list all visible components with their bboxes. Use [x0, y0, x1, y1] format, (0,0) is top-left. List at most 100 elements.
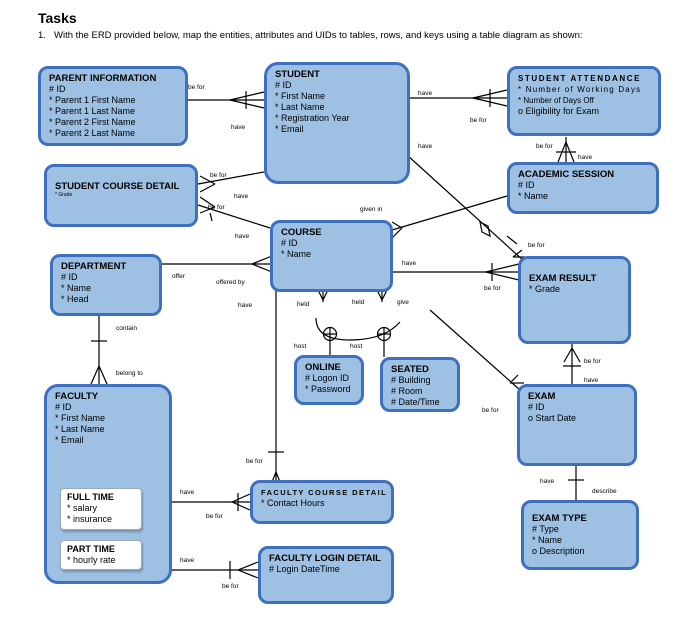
attribute: * Name — [61, 283, 92, 293]
attribute: # Date/Time — [391, 397, 440, 407]
entity-title: FACULTY COURSE DETAIL — [261, 488, 388, 497]
entity-title: STUDENT ATTENDANCE — [518, 74, 642, 83]
attribute: # Login DateTime — [269, 564, 340, 574]
attribute: * Parent 2 First Name — [49, 117, 136, 127]
entity-title: EXAM — [528, 391, 556, 402]
attribute: * Number of Working Days — [518, 85, 642, 94]
attribute: # ID — [518, 180, 535, 190]
attribute: # ID — [528, 402, 545, 412]
attribute: * Name — [532, 535, 563, 545]
rel-label: have — [418, 90, 433, 97]
entity-title: FACULTY — [55, 391, 99, 402]
attribute: o Description — [532, 546, 585, 556]
attribute: # Building — [391, 375, 431, 385]
rel-label: be for — [246, 458, 263, 465]
rel-label: have — [234, 193, 249, 200]
rel-label: held — [352, 299, 365, 306]
attribute: * Parent 2 Last Name — [49, 128, 136, 138]
attribute: * Last Name — [55, 424, 105, 434]
rel-label: be for — [210, 172, 227, 179]
rel-label: be for — [188, 84, 205, 91]
rel-label: be for — [484, 285, 501, 292]
attribute: # Room — [391, 386, 423, 396]
rel-label: host — [294, 343, 307, 350]
attribute: * Password — [305, 384, 351, 394]
entity-exam-result: EXAM RESULT * Grade — [518, 256, 631, 344]
entity-seated: SEATED # Building # Room # Date/Time — [380, 357, 460, 412]
attribute: * hourly rate — [67, 555, 116, 565]
attribute: * insurance — [67, 514, 113, 524]
entity-title: EXAM RESULT — [529, 273, 597, 284]
entity-exam-type: EXAM TYPE # Type * Name o Description — [521, 500, 639, 570]
entity-exam: EXAM # ID o Start Date — [517, 384, 637, 466]
entity-student-attendance: STUDENT ATTENDANCE * Number of Working D… — [507, 66, 661, 136]
rel-label: contain — [116, 325, 137, 332]
subtype-title: PART TIME — [67, 544, 115, 554]
entity-student: STUDENT # ID * First Name * Last Name * … — [264, 62, 410, 184]
rel-label: host — [350, 343, 363, 350]
rel-label: have — [238, 302, 253, 309]
attribute: # ID — [55, 402, 72, 412]
subtype-full-time: FULL TIME * salary * insurance — [60, 488, 142, 530]
rel-label: be for — [206, 513, 223, 520]
entity-title: ACADEMIC SESSION — [518, 169, 615, 180]
entity-title: PARENT INFORMATION — [49, 73, 157, 84]
rel-label: be for — [470, 117, 487, 124]
entity-student-course-detail: STUDENT COURSE DETAIL * Grade — [44, 164, 198, 227]
entity-title: DEPARTMENT — [61, 261, 127, 272]
entity-faculty-login-detail: FACULTY LOGIN DETAIL # Login DateTime — [258, 546, 394, 604]
rel-label: describe — [592, 488, 617, 495]
rel-label: be for — [482, 407, 499, 414]
attribute: * Registration Year — [275, 113, 350, 123]
attribute: * Name — [518, 191, 549, 201]
entity-title: SEATED — [391, 364, 429, 375]
page-title: Tasks — [38, 10, 77, 26]
attribute: * Email — [55, 435, 84, 445]
rel-label: be for — [208, 204, 225, 211]
entity-online: ONLINE # Logon ID * Password — [294, 355, 364, 405]
task-instruction: 1. With the ERD provided below, map the e… — [38, 30, 583, 41]
entity-title: COURSE — [281, 227, 322, 238]
rel-label: have — [584, 377, 599, 384]
rel-label: be for — [584, 358, 601, 365]
rel-label: give — [397, 299, 409, 306]
attribute: # ID — [275, 80, 292, 90]
attribute: # Logon ID — [305, 373, 350, 383]
entity-course: COURSE # ID * Name — [270, 220, 393, 292]
entity-title: STUDENT — [275, 69, 320, 80]
attribute: # ID — [49, 84, 66, 94]
rel-label: have — [180, 557, 195, 564]
entity-title: ONLINE — [305, 362, 341, 373]
entity-title: STUDENT COURSE DETAIL — [55, 181, 180, 192]
rel-label: have — [540, 478, 555, 485]
rel-label: offered by — [216, 279, 245, 286]
rel-label: have — [402, 260, 417, 267]
rel-label: have — [235, 233, 250, 240]
entity-parent-information: PARENT INFORMATION # ID * Parent 1 First… — [38, 66, 188, 146]
task-number: 1. — [38, 30, 46, 41]
rel-label: have — [231, 124, 246, 131]
subtype-title: FULL TIME — [67, 492, 114, 502]
attribute: # ID — [281, 238, 298, 248]
task-text: With the ERD provided below, map the ent… — [54, 30, 583, 41]
attribute: * salary — [67, 503, 98, 513]
attribute: * Grade — [55, 192, 73, 198]
attribute: * Parent 1 Last Name — [49, 106, 136, 116]
attribute: * Email — [275, 124, 304, 134]
rel-label: be for — [528, 242, 545, 249]
attribute: * Grade — [529, 284, 561, 294]
rel-label: offer — [172, 273, 185, 280]
attribute: * Number of Days Off — [518, 96, 594, 105]
attribute: * First Name — [275, 91, 326, 101]
rel-label: given in — [360, 206, 383, 213]
entity-department: DEPARTMENT # ID * Name * Head — [50, 254, 162, 316]
attribute: * Head — [61, 294, 89, 304]
subtype-part-time: PART TIME * hourly rate — [60, 540, 142, 570]
entity-title: FACULTY LOGIN DETAIL — [269, 553, 381, 564]
attribute: # ID — [61, 272, 78, 282]
rel-label: be for — [536, 143, 553, 150]
attribute: # Type — [532, 524, 559, 534]
attribute: * Last Name — [275, 102, 325, 112]
entity-academic-session: ACADEMIC SESSION # ID * Name — [507, 162, 659, 214]
rel-label: have — [578, 154, 593, 161]
